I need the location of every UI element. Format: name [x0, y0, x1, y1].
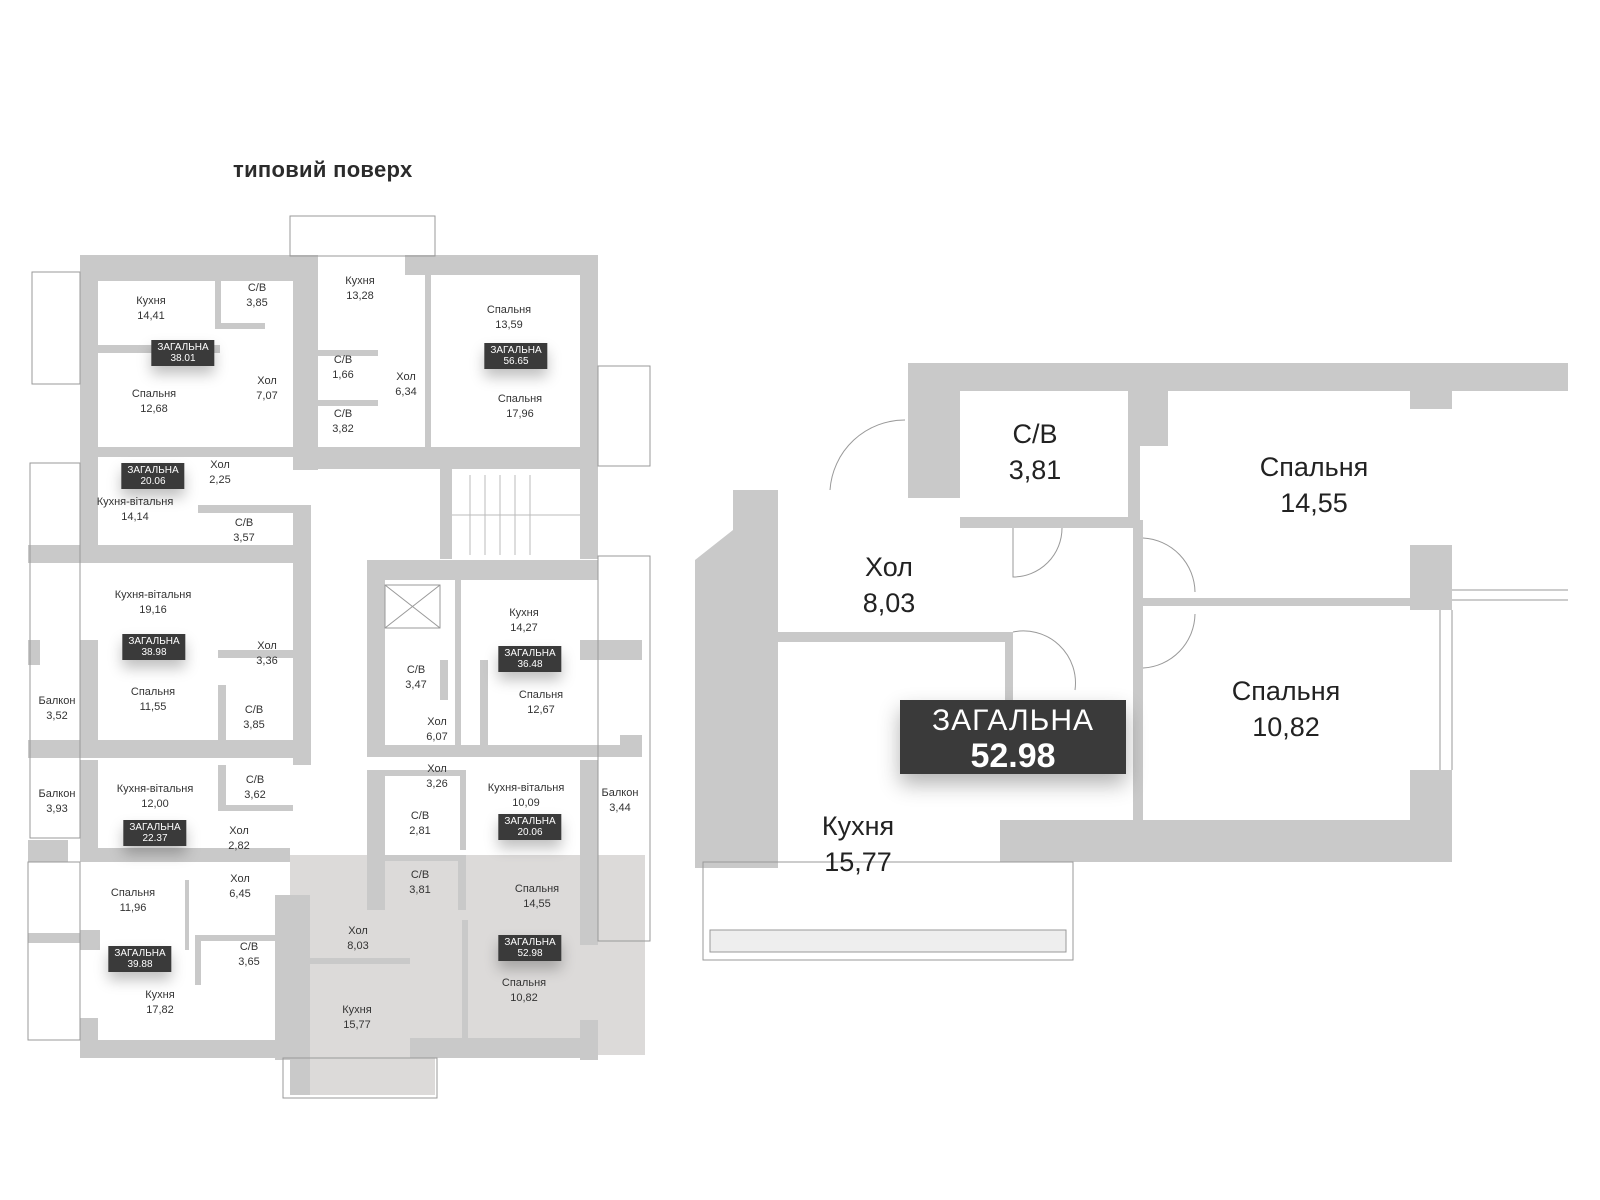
- left-plan-walls: [28, 255, 642, 1060]
- stairs-icon: [452, 475, 580, 555]
- total-value: 52.98: [970, 737, 1056, 775]
- right-plan-balconies: [702, 589, 1568, 961]
- highlighted-apartment: [290, 855, 645, 1095]
- selected-apartment-total-badge: ЗАГАЛЬНА 52.98: [900, 700, 1126, 774]
- right-plan-walls: [695, 363, 1568, 868]
- elevator-icon: [384, 584, 441, 629]
- door-swings: [829, 419, 1196, 691]
- total-label: ЗАГАЛЬНА: [931, 704, 1095, 737]
- left-plan-balconies: [27, 215, 651, 1099]
- page-title: типовий поверх: [233, 157, 413, 182]
